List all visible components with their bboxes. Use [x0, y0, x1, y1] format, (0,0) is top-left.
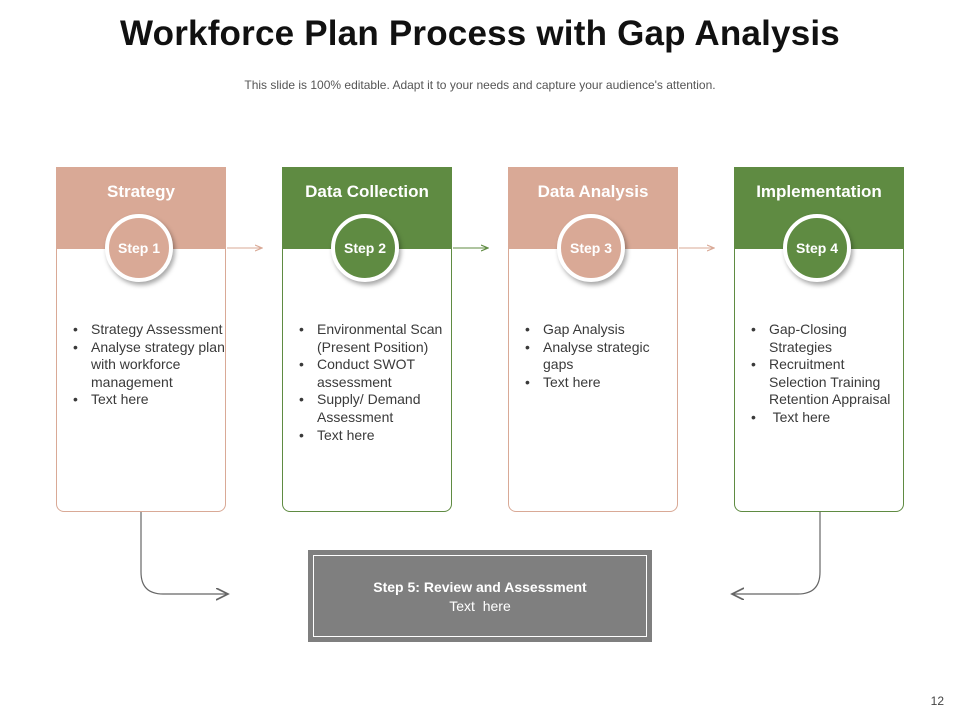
bullet-item: Text here: [525, 374, 679, 392]
page-title: Workforce Plan Process with Gap Analysis: [120, 14, 840, 53]
bullet-item: Text here: [751, 409, 905, 427]
arrow-to-review-right: [732, 512, 821, 594]
bullet-item: Environmental Scan (Present Position): [299, 321, 453, 356]
bullet-item: Supply/ Demand Assessment: [299, 391, 453, 426]
bullet-item: Gap-Closing Strategies: [751, 321, 905, 356]
review-title: Step 5: Review and Assessment: [373, 578, 587, 595]
bullet-item: Text here: [299, 427, 453, 445]
bullet-item: Analyse strategic gaps: [525, 339, 679, 374]
bullet-item: Analyse strategy plan with workforce man…: [73, 339, 227, 392]
bullet-item: Conduct SWOT assessment: [299, 356, 453, 391]
bullet-item: Gap Analysis: [525, 321, 679, 339]
step-circle-3: Step 3: [557, 214, 625, 282]
step-card-4: Implementation Gap-Closing Strategies Re…: [734, 167, 904, 512]
review-box: Step 5: Review and Assessment Text here: [308, 550, 652, 642]
review-box-inner: Step 5: Review and Assessment Text here: [313, 555, 647, 637]
step-circle-2: Step 2: [331, 214, 399, 282]
step-bullets-4: Gap-Closing Strategies Recruitment Selec…: [735, 321, 905, 427]
page-number: 12: [930, 694, 944, 708]
step-bullets-3: Gap Analysis Analyse strategic gaps Text…: [509, 321, 679, 391]
step-circle-4: Step 4: [783, 214, 851, 282]
bullet-item: Text here: [73, 391, 227, 409]
step-bullets-2: Environmental Scan (Present Position) Co…: [283, 321, 453, 444]
bullet-item: Strategy Assessment: [73, 321, 227, 339]
page-subtitle: This slide is 100% editable. Adapt it to…: [244, 78, 716, 92]
step-circle-1: Step 1: [105, 214, 173, 282]
step-bullets-1: Strategy Assessment Analyse strategy pla…: [57, 321, 227, 409]
arrow-to-review-left: [140, 512, 228, 594]
bullet-item: Recruitment Selection Training Retention…: [751, 356, 905, 409]
review-text: Text here: [449, 597, 511, 614]
